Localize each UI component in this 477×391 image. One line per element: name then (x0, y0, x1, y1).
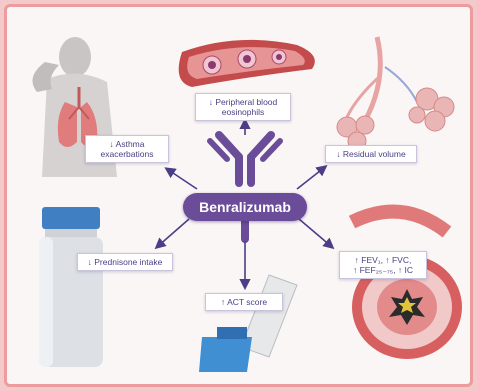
diagram-frame: Benralizumab ↓ Asthma exacerbations ↓ Pe… (4, 4, 473, 387)
effect-lung-function: ↑ FEV₁, ↑ FVC, ↑ FEF₂₅₋₇₅, ↑ IC (339, 251, 427, 279)
blood-vessel-illustration (179, 40, 315, 87)
effect-act-score: ↑ ACT score (205, 293, 283, 311)
arrow-asthma (167, 169, 197, 189)
effect-residual-volume: ↓ Residual volume (325, 145, 417, 163)
effect-asthma-exacerbations: ↓ Asthma exacerbations (85, 135, 169, 163)
arrow-prednisone (157, 219, 189, 247)
arrow-lung-function (299, 219, 332, 247)
effect-peripheral-eosinophils: ↓ Peripheral blood eosinophils (195, 93, 291, 121)
arrow-residual (297, 167, 325, 189)
pill-bottle-illustration (39, 207, 103, 367)
inhaler-illustration (199, 275, 297, 372)
effect-prednisone-intake: ↓ Prednisone intake (77, 253, 173, 271)
alveoli-illustration (337, 37, 454, 150)
airway-illustration (352, 212, 462, 359)
antibody-icon (210, 135, 280, 239)
benralizumab-label: Benralizumab (183, 193, 307, 221)
